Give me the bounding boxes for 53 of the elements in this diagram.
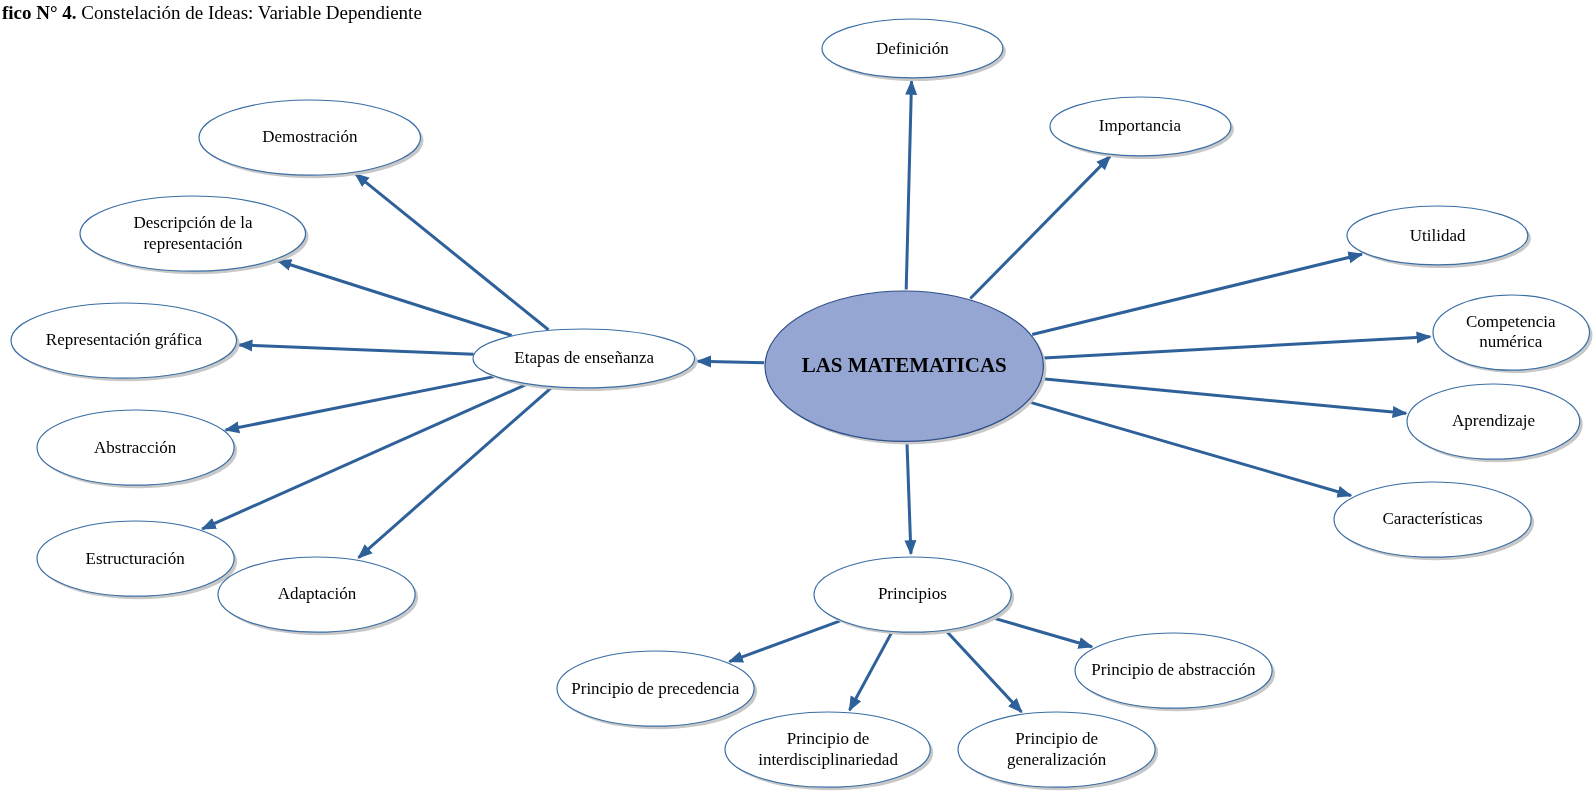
arrow bbox=[357, 386, 553, 559]
node-label: Importancia bbox=[1097, 115, 1182, 137]
ellipse-node bbox=[79, 195, 307, 273]
node-label: Etapas de enseñanza bbox=[513, 348, 656, 369]
node-label: Principio de precedencia bbox=[570, 678, 741, 700]
ellipse-node bbox=[812, 555, 1012, 633]
arrow bbox=[1043, 331, 1432, 360]
arrow bbox=[904, 441, 917, 556]
ellipse-node bbox=[198, 98, 422, 176]
arrow bbox=[200, 383, 527, 531]
ellipse-node bbox=[472, 328, 696, 390]
arrow bbox=[354, 172, 550, 331]
node-label: Principios bbox=[876, 584, 948, 605]
arrow bbox=[237, 339, 474, 356]
arrow bbox=[224, 375, 495, 434]
ellipse-node bbox=[1346, 205, 1530, 267]
node-label: Características bbox=[1381, 508, 1484, 530]
ellipse-node bbox=[555, 650, 755, 728]
node-label: Descripción de la representación bbox=[132, 213, 254, 255]
figure-title: fico N° 4. Constelación de Ideas: Variable Dependiente bbox=[2, 2, 422, 25]
arrow bbox=[969, 155, 1112, 300]
node-label: Estructuración bbox=[84, 548, 186, 569]
ellipse-node bbox=[1073, 631, 1274, 710]
ellipse-node bbox=[764, 289, 1045, 442]
node-label: Aprendizaje bbox=[1450, 411, 1537, 432]
arrow bbox=[848, 631, 894, 712]
ellipse-node bbox=[1048, 95, 1232, 157]
ellipse-node bbox=[1406, 383, 1581, 461]
ellipse-node bbox=[35, 409, 235, 487]
ellipse-node bbox=[820, 18, 1004, 80]
node-label: Principio de generalización bbox=[1006, 729, 1108, 771]
ellipse-node bbox=[217, 555, 417, 633]
node-label: Adaptación bbox=[276, 584, 358, 605]
ellipse-node bbox=[957, 711, 1157, 789]
arrow bbox=[904, 79, 918, 290]
ellipse-node bbox=[35, 520, 235, 598]
arrow bbox=[1031, 251, 1364, 337]
arrow bbox=[276, 259, 513, 337]
ellipse-node bbox=[1333, 480, 1533, 558]
node-label: Abstracción bbox=[93, 437, 178, 459]
node-label: Principio de interdisciplinariedad bbox=[757, 729, 899, 771]
node-label: Competencia numérica bbox=[1464, 311, 1557, 353]
arrow bbox=[696, 355, 765, 368]
node-label: Definición bbox=[875, 38, 950, 59]
node-label: Demostración bbox=[261, 126, 359, 148]
arrow bbox=[728, 619, 841, 663]
ellipse-node bbox=[10, 301, 238, 379]
node-label: LAS MATEMATICAS bbox=[800, 352, 1008, 379]
node-label: Principio de abstracción bbox=[1090, 660, 1257, 681]
node-label: Representación gráfica bbox=[44, 330, 204, 351]
ellipse-node bbox=[724, 711, 932, 789]
node-label: Utilidad bbox=[1408, 225, 1467, 246]
ellipse-node bbox=[1431, 293, 1590, 371]
